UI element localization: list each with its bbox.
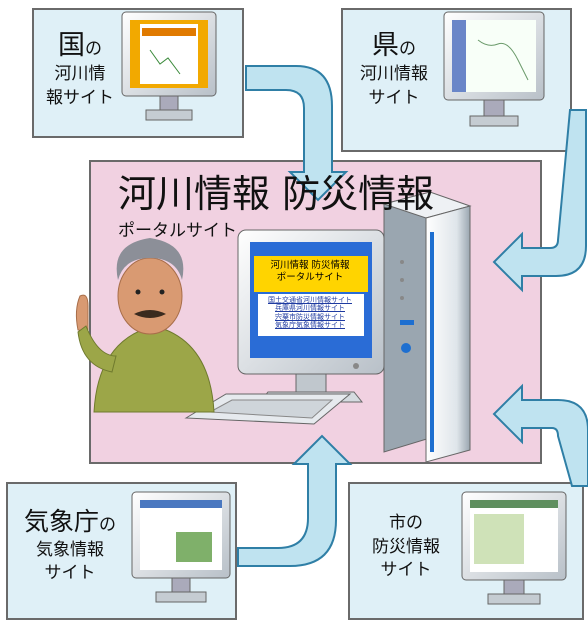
arrow-meteorological-to-portal: [237, 434, 353, 567]
meteorological-site-line2: 気象情報: [36, 539, 104, 560]
portal-screen-title-line2: ポータルサイト: [276, 271, 344, 283]
meteorological-site-label: 気象庁の 気象情報 サイト: [8, 507, 132, 584]
pc-tower-icon: [382, 191, 472, 463]
national-site-name: 国: [58, 30, 85, 61]
prefecture-site-particle: の: [399, 39, 416, 59]
meteorological-site-line3: サイト: [44, 563, 96, 584]
prefecture-site-name: 県: [372, 30, 399, 61]
portal-subtitle: ポータルサイト: [118, 221, 237, 241]
prefecture-monitor-icon: [443, 11, 545, 127]
portal-link-mlit[interactable]: 国土交通省河川情報サイト: [268, 296, 352, 304]
portal-link-hyogo[interactable]: 兵庫県河川情報サイト: [275, 304, 345, 313]
portal-screen-title-line1: 河川情報 防災情報: [270, 260, 350, 271]
national-site-line2: 河川情: [54, 64, 106, 85]
prefecture-site-line3: サイト: [368, 87, 420, 108]
portal-link-shiso[interactable]: 宍粟市防災情報サイト: [275, 312, 345, 321]
prefecture-site-label: 県の 河川情報 サイト: [346, 30, 442, 108]
meteorological-monitor-icon: [131, 491, 231, 603]
meteorological-site-particle: の: [99, 515, 116, 535]
city-site-line3: サイト: [380, 560, 432, 581]
city-site-line1: 市の: [389, 513, 423, 533]
portal-screen-links: 国土交通省河川情報サイト 兵庫県河川情報サイト 宍粟市防災情報サイト 気象庁気象…: [262, 296, 358, 330]
national-site-particle: の: [85, 39, 102, 59]
arrow-national-to-portal: [245, 65, 349, 202]
arrow-prefecture-to-portal: [492, 109, 587, 293]
national-monitor-icon: [121, 11, 217, 121]
portal-screen-title: 河川情報 防災情報 ポータルサイト: [256, 260, 364, 284]
man-illustration: [75, 238, 215, 413]
arrow-city-to-portal: [492, 383, 588, 487]
meteorological-site-name: 気象庁: [23, 507, 99, 536]
portal-link-jma[interactable]: 気象庁気象情報サイト: [275, 321, 345, 330]
portal-title: 河川情報 防災情報: [118, 172, 435, 216]
city-site-label: 市の 防災情報 サイト: [354, 513, 458, 581]
national-site-line3: 報サイト: [46, 87, 114, 108]
prefecture-site-line2: 河川情報: [360, 64, 428, 85]
city-monitor-icon: [461, 491, 567, 605]
keyboard-icon: [184, 393, 352, 425]
city-site-line2: 防災情報: [372, 536, 440, 557]
national-site-label: 国の 河川情 報サイト: [38, 30, 122, 108]
